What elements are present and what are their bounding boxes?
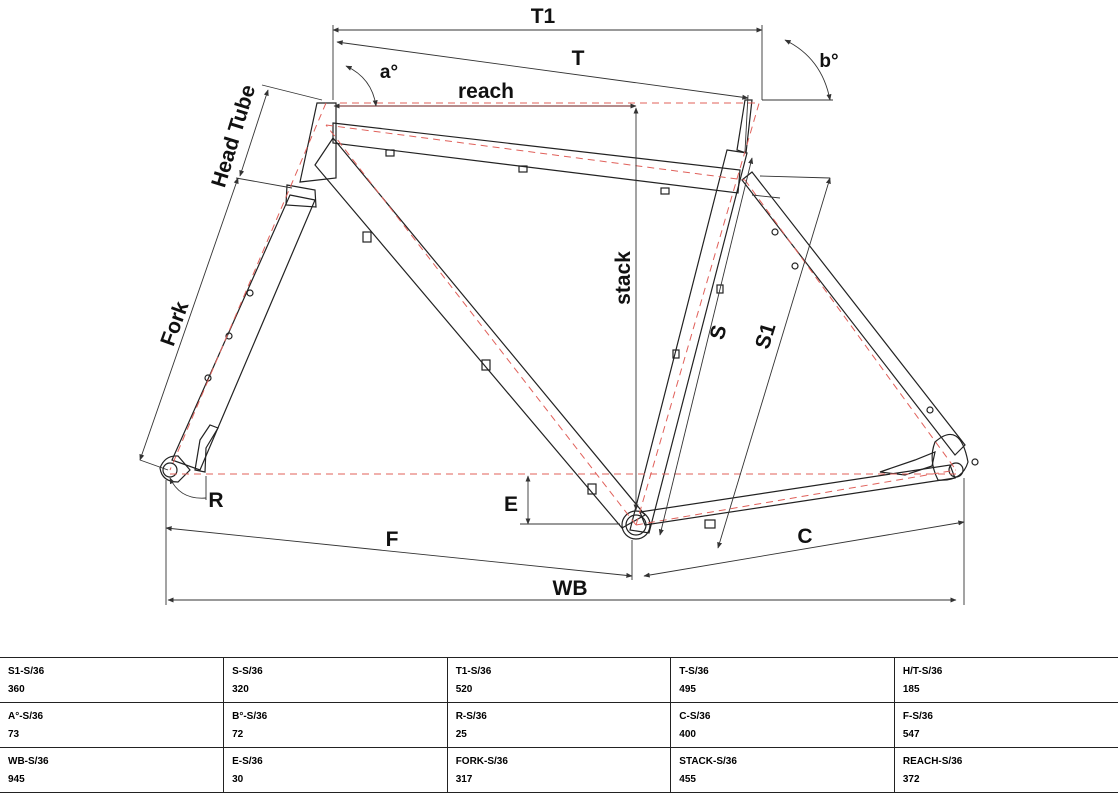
label-f: F xyxy=(386,528,399,551)
spec-cell: B°-S/36 72 xyxy=(223,702,448,748)
spec-cell: WB-S/36 945 xyxy=(0,747,224,793)
spec-cell: S-S/36 320 xyxy=(223,657,448,703)
label-r: R xyxy=(208,489,223,512)
rear-axle xyxy=(948,462,964,478)
spec-value: 317 xyxy=(455,774,473,785)
spec-row: A°-S/36 73 B°-S/36 72 R-S/36 25 C-S/36 400 F… xyxy=(0,702,1118,748)
spec-cell: FORK-S/36 317 xyxy=(446,747,671,793)
spec-value: 495 xyxy=(679,684,696,695)
label-e: E xyxy=(504,493,518,516)
fork-blade xyxy=(171,194,316,471)
spec-cell: T1-S/36 520 xyxy=(446,657,671,703)
geometry-spec-table: S1-S/36 360 S-S/36 320 T1-S/36 520 T-S/36 49… xyxy=(0,657,1118,793)
spec-label: F-S/36 xyxy=(902,711,933,722)
spec-value: 30 xyxy=(232,774,244,785)
spec-value: 25 xyxy=(455,729,467,740)
label-c: C xyxy=(797,525,812,548)
fork-eyelet xyxy=(246,289,254,297)
label-wb: WB xyxy=(553,577,588,600)
spec-value: 400 xyxy=(679,729,696,740)
spec-cell: E-S/36 30 xyxy=(223,747,448,793)
spec-label: FORK-S/36 xyxy=(455,756,508,767)
spec-row: WB-S/36 945 E-S/36 30 FORK-S/36 317 STACK-S… xyxy=(0,747,1118,793)
label-fork: Fork xyxy=(156,298,193,349)
spec-cell: A°-S/36 73 xyxy=(0,702,224,748)
bottle-boss xyxy=(481,359,491,371)
spec-label: STACK-S/36 xyxy=(679,756,737,767)
spec-label: A°-S/36 xyxy=(8,711,44,722)
cable-guide xyxy=(385,149,395,157)
bike-frame xyxy=(159,99,979,540)
cable-guide xyxy=(660,187,670,195)
spec-value: 520 xyxy=(455,684,473,695)
spec-value: 547 xyxy=(902,729,920,740)
spec-label: E-S/36 xyxy=(232,756,263,767)
spec-value: 360 xyxy=(8,684,25,695)
spec-cell: STACK-S/36 455 xyxy=(670,747,895,793)
label-stack: stack xyxy=(612,251,635,305)
spec-label: REACH-S/36 xyxy=(902,756,963,767)
spec-value: 945 xyxy=(8,774,25,785)
bottle-boss xyxy=(587,483,597,495)
spec-label: T-S/36 xyxy=(679,666,709,677)
spec-cell: R-S/36 25 xyxy=(446,702,671,748)
front-axle xyxy=(162,462,178,478)
fork-crown xyxy=(285,184,317,208)
spec-cell: C-S/36 400 xyxy=(670,702,895,748)
derailleur-hanger xyxy=(879,451,936,476)
spec-value: 72 xyxy=(232,729,244,740)
frame-geometry-diagram: T1 T a° b° reach stack Head Tube Fork S … xyxy=(139,5,979,605)
stay-boss xyxy=(771,228,779,236)
fork-dropout xyxy=(159,455,191,483)
bottle-boss xyxy=(362,231,372,243)
spec-value: 320 xyxy=(232,684,249,695)
spec-row: S1-S/36 360 S-S/36 320 T1-S/36 520 T-S/36 49… xyxy=(0,657,1118,703)
label-t1: T1 xyxy=(531,5,556,28)
stay-boss xyxy=(926,406,934,414)
label-a-angle: a° xyxy=(380,62,398,83)
spec-cell: T-S/36 495 xyxy=(670,657,895,703)
stay-boss xyxy=(791,262,799,270)
label-s1: S1 xyxy=(751,320,781,352)
spec-value: 455 xyxy=(679,774,696,785)
rear-axle-bolt xyxy=(971,458,979,466)
dimension-lines xyxy=(139,25,965,605)
label-head-tube: Head Tube xyxy=(207,82,260,190)
spec-cell: F-S/36 547 xyxy=(893,702,1118,748)
spec-value: 372 xyxy=(902,774,920,785)
spec-cell: H/T-S/36 185 xyxy=(893,657,1118,703)
seat-post-stub xyxy=(736,99,753,154)
seat-tube xyxy=(629,149,748,534)
down-tube xyxy=(314,136,646,529)
top-tube xyxy=(332,122,741,194)
cable-guide xyxy=(518,165,528,173)
spec-label: R-S/36 xyxy=(455,711,487,722)
spec-label: B°-S/36 xyxy=(232,711,268,722)
spec-label: S-S/36 xyxy=(232,666,263,677)
label-t: T xyxy=(572,47,585,70)
spec-value: 185 xyxy=(902,684,920,695)
label-reach: reach xyxy=(458,80,514,103)
spec-label: H/T-S/36 xyxy=(902,666,943,677)
brake-mount xyxy=(194,424,219,473)
chainstay-bridge xyxy=(704,519,716,529)
spec-cell: REACH-S/36 372 xyxy=(893,747,1118,793)
head-tube-body xyxy=(299,102,337,183)
spec-label: T1-S/36 xyxy=(455,666,492,677)
spec-value: 73 xyxy=(8,729,20,740)
spec-label: S1-S/36 xyxy=(8,666,45,677)
label-s: S xyxy=(706,323,732,342)
label-b-angle: b° xyxy=(819,51,838,72)
spec-label: C-S/36 xyxy=(679,711,711,722)
spec-label: WB-S/36 xyxy=(8,756,49,767)
spec-cell: S1-S/36 360 xyxy=(0,657,224,703)
centerlines xyxy=(169,99,957,526)
